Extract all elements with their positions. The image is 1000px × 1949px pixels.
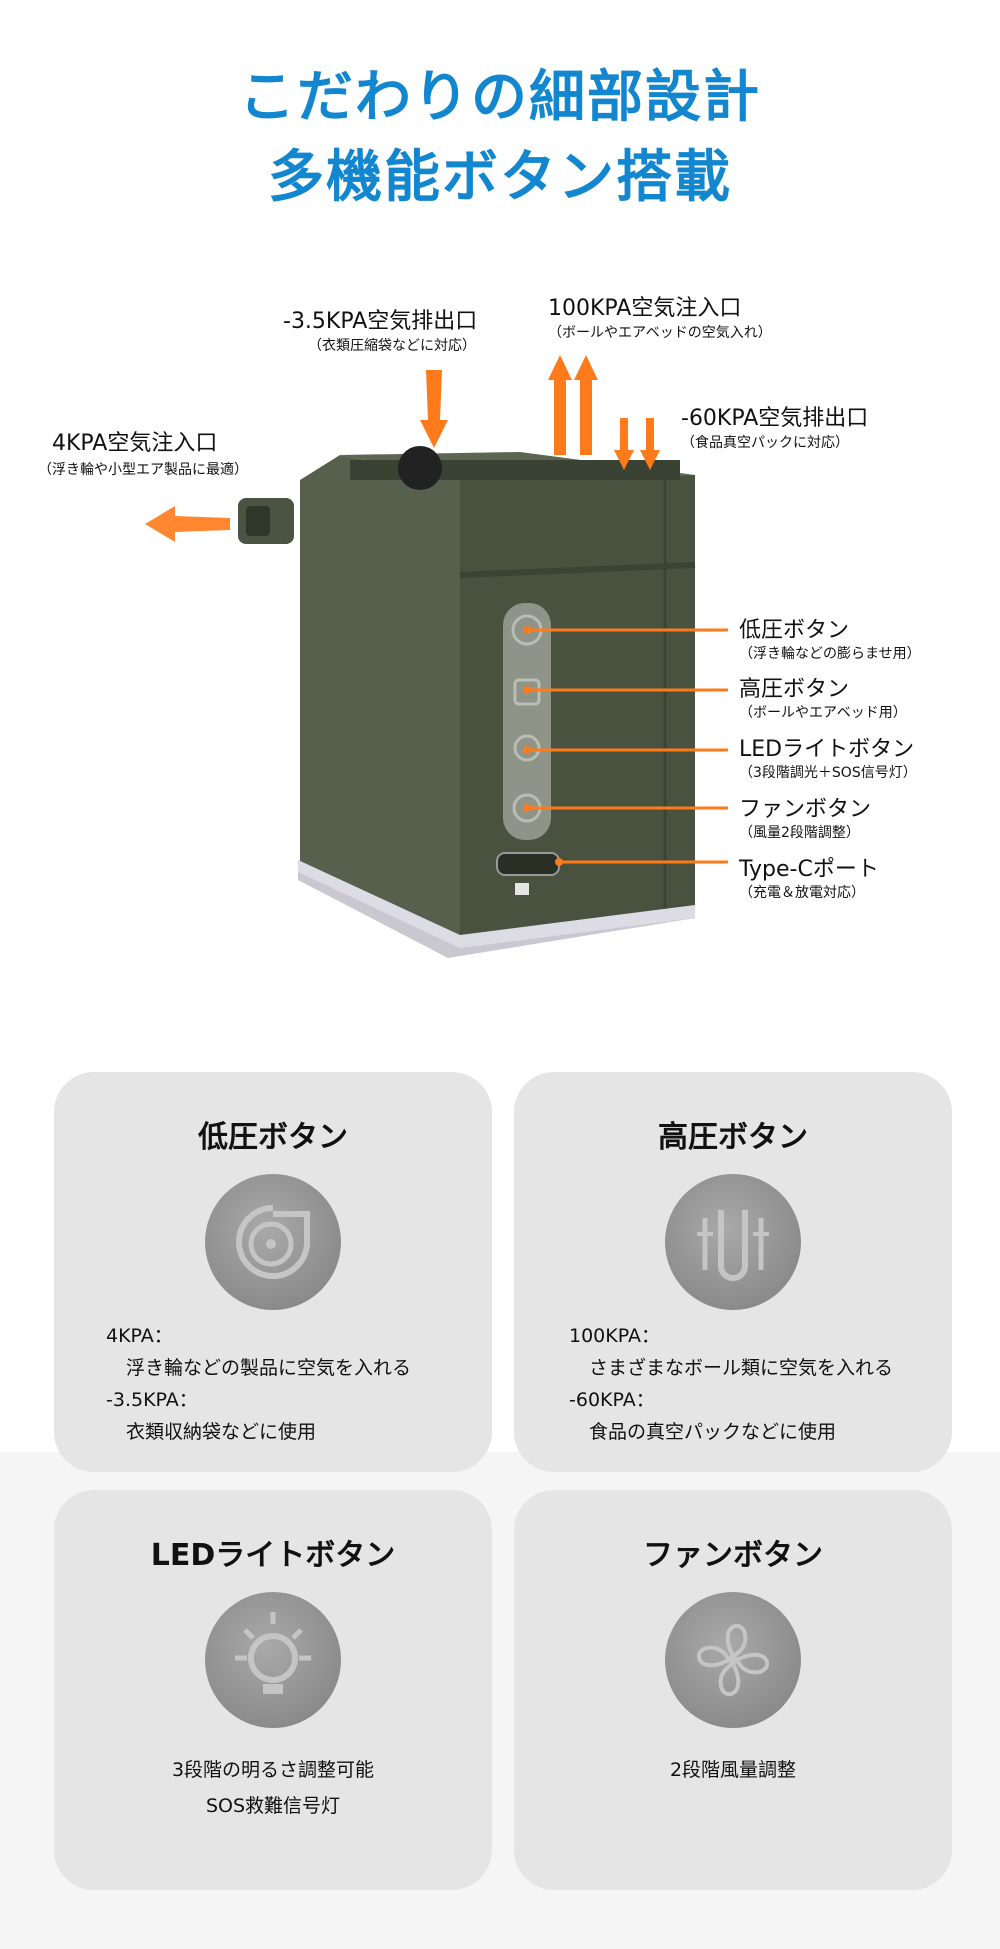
turbine-icon: [205, 1174, 341, 1310]
card-low-title: 低圧ボタン: [198, 1120, 348, 1155]
pump-base: [298, 860, 695, 958]
card-fan: ファンボタン 2段階風量調整: [514, 1490, 952, 1890]
pump-left-face: [300, 455, 460, 945]
card-led-line2: SOS救難信号灯: [205, 1795, 341, 1817]
type-c-callout-note: （充電＆放電対応）: [739, 885, 865, 901]
card-high-line2: さまざまなボール類に空気を入れる: [589, 1357, 894, 1379]
card-fan-title: ファンボタン: [643, 1538, 823, 1573]
card-low-line4: 衣類収納袋などに使用: [126, 1421, 317, 1443]
top-fan-opening: [398, 446, 442, 490]
card-low-pressure: 低圧ボタン 4KPA： 浮き輪などの製品に空気を入れる -3.5KPA： 衣類収…: [54, 1072, 492, 1472]
outlet-60kpa-note: （食品真空パックに対応）: [681, 435, 849, 451]
inlet-100kpa-label: 100KPA空気注入口: [548, 296, 742, 321]
card-led-light: LEDライトボタン 3段階の明るさ調整可能 SOS救難信号灯: [54, 1490, 492, 1890]
led-button-callout: LEDライトボタン: [739, 737, 915, 762]
low-button-callout: 低圧ボタン: [739, 618, 850, 643]
card-high-line1: 100KPA：: [569, 1325, 660, 1347]
front-rail: [459, 562, 696, 578]
high-button-callout: 高圧ボタン: [739, 677, 850, 702]
fan-button-callout-note: （風量2段階調整）: [739, 825, 860, 841]
strip-led-icon: [513, 734, 541, 762]
high-button-callout-note: （ボールやエアベッド用）: [739, 705, 907, 721]
port-clip: [515, 883, 529, 895]
card-high-pressure: 高圧ボタン 100KPA： さまざまなボール類に空気を入れる -60KPA： 食…: [514, 1072, 952, 1472]
outlet-35kpa-label: -3.5KPA空気排出口: [283, 309, 478, 334]
strip-high-icon: [513, 678, 541, 706]
card-high-line4: 食品の真空パックなどに使用: [589, 1421, 837, 1443]
card-high-title: 高圧ボタン: [658, 1120, 808, 1155]
bulb-icon: [205, 1592, 341, 1728]
fan-icon: [665, 1592, 801, 1728]
outlet-35kpa-note: （衣類圧縮袋などに対応）: [308, 338, 476, 354]
pump-bottom-band: [298, 860, 695, 948]
card-fan-line1: 2段階風量調整: [669, 1759, 797, 1781]
page-title-line2: 多機能ボタン搭載: [268, 145, 732, 210]
air-pump-diagram: [145, 355, 728, 958]
inlet-4kpa-note: （浮き輪や小型エア製品に最適）: [38, 462, 248, 478]
inlet-4kpa-label: 4KPA空気注入口: [52, 431, 218, 456]
type-c-callout: Type-Cポート: [739, 857, 879, 882]
airflow-arrows: [145, 355, 660, 542]
inlet-100kpa-note: （ボールやエアベッドの空気入れ）: [548, 325, 772, 341]
pump-front-face: [460, 475, 695, 945]
outlet-60kpa-label: -60KPA空気排出口: [681, 406, 869, 431]
card-led-line1: 3段階の明るさ調整可能: [171, 1759, 375, 1781]
card-low-line2: 浮き輪などの製品に空気を入れる: [126, 1357, 412, 1379]
card-low-line3: -3.5KPA：: [106, 1389, 198, 1411]
led-button-callout-note: （3段階調光＋SOS信号灯）: [739, 765, 917, 781]
pressure-icon: [665, 1174, 801, 1310]
fan-button-callout: ファンボタン: [739, 797, 872, 822]
control-strip: [503, 603, 551, 840]
card-led-title: LEDライトボタン: [150, 1538, 396, 1573]
card-high-line3: -60KPA：: [569, 1389, 655, 1411]
nozzle-opening: [246, 506, 270, 536]
low-button-callout-note: （浮き輪などの膨らませ用）: [739, 646, 921, 662]
type-c-port: [496, 852, 560, 876]
page-title-line1: こだわりの細部設計: [239, 65, 761, 130]
leader-lines: [527, 628, 728, 864]
card-low-line1: 4KPA：: [106, 1325, 173, 1347]
